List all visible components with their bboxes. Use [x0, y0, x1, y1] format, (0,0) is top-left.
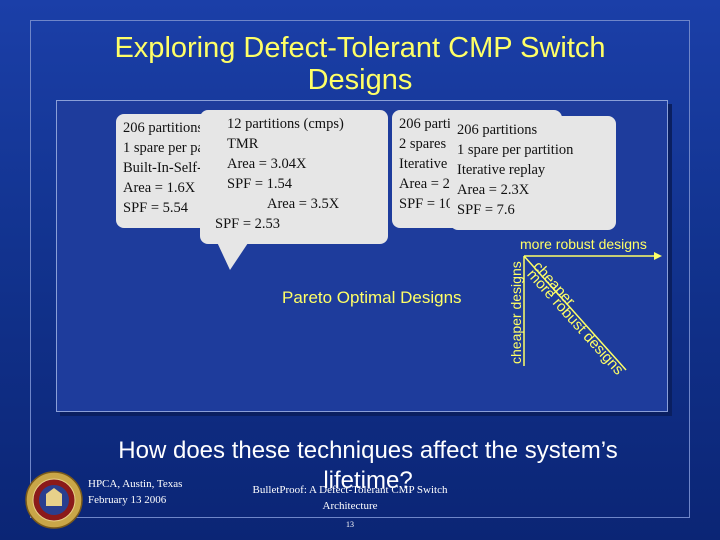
callout-line: SPF = 7.6 — [457, 202, 515, 218]
slide-title: Exploring Defect-Tolerant CMP Switch Des… — [114, 32, 606, 96]
callout-line: 1 spare per partition — [457, 142, 574, 158]
callout-line: 206 partitions — [457, 122, 538, 138]
axis-diagonal — [523, 255, 627, 371]
callout-line: 12 partitions (cmps) — [227, 116, 344, 132]
university-seal-icon — [25, 471, 83, 529]
venue-text: HPCA, Austin, Texas — [88, 478, 183, 490]
callout-line: Area = 1.6X — [123, 180, 196, 196]
callout-line: SPF = 5.54 — [123, 200, 188, 216]
slide-frame — [30, 20, 690, 518]
callout-tmr: 12 partitions (cmps) TMR Area = 3.04X SP… — [200, 110, 388, 244]
pareto-label: Pareto Optimal Designs — [282, 288, 462, 307]
page-number: 13 — [346, 520, 354, 529]
footer-talk-title: BulletProof: A Defect-Tolerant CMP Switc… — [252, 484, 448, 512]
callout-line: SPF = 1.54 — [227, 176, 292, 192]
footer-venue: HPCA, Austin, Texas February 13 2006 — [88, 476, 182, 508]
axis-label-cheaper: cheaper designs — [508, 261, 524, 364]
callout-tail — [216, 240, 250, 270]
callout-line: SPF = 10 — [399, 196, 454, 212]
date-text: February 13 2006 — [88, 494, 167, 506]
callout-line: 206 partitions — [123, 120, 204, 136]
lifetime-question: How does these techniques affect the sys… — [118, 437, 618, 494]
axis-label-more-robust: more robust designs — [520, 236, 647, 252]
callout-line: Area = 2.3X — [457, 182, 530, 198]
callout-line: TMR — [227, 136, 259, 152]
callout-line: Area = 3.5X — [267, 196, 340, 212]
callout-line: Iterative replay — [457, 162, 546, 178]
callout-one-spare: 206 partitions 1 spare per partition Ite… — [450, 116, 616, 230]
callout-line: Area = 3.04X — [227, 156, 307, 172]
axis-arrow-right — [654, 252, 662, 260]
callout-line: SPF = 2.53 — [215, 216, 280, 232]
